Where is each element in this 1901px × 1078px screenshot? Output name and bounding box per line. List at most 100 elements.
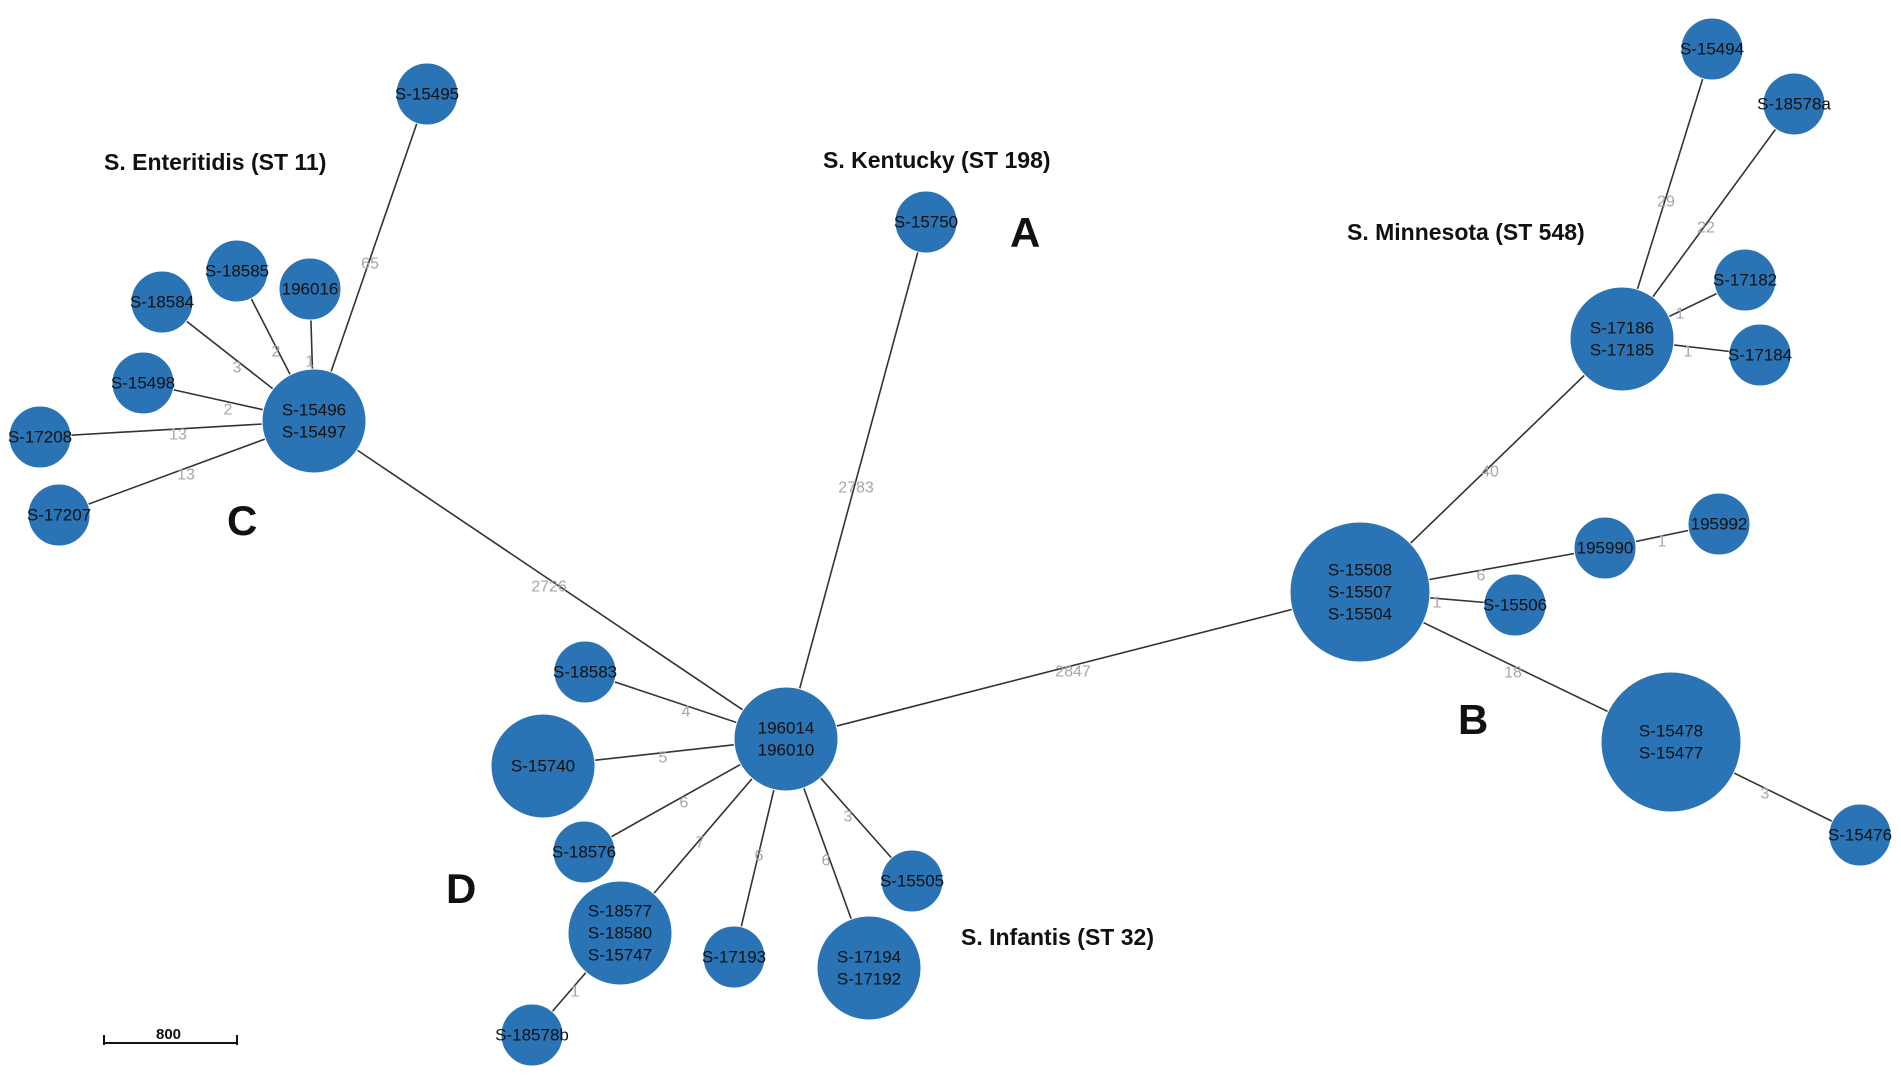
node-label-s15506-0: S-15506 <box>1483 596 1547 615</box>
node-s17208: S-17208 <box>8 405 72 469</box>
edge-label-c_center-s17208: 13 <box>169 427 187 444</box>
node-circle-s15498 <box>111 351 175 415</box>
edge-label-center-d_hub3: 6 <box>822 853 831 870</box>
node-label-s18583-0: S-18583 <box>553 663 617 682</box>
node-s18576: S-18576 <box>552 820 616 884</box>
edge-label-center-s18583: 4 <box>682 704 691 721</box>
edge-label-center-s15505: 3 <box>844 809 853 826</box>
node-label-s17182-0: S-17182 <box>1713 271 1777 290</box>
group-title-infantis: S. Infantis (ST 32) <box>961 924 1154 950</box>
node-label-s18578b-0: S-18578b <box>495 1026 569 1045</box>
node-s18583: S-18583 <box>553 640 617 704</box>
edge-label-n195990-n195992: 1 <box>1658 534 1667 551</box>
node-circle-s15740 <box>490 713 596 819</box>
node-label-c_center-1: S-15497 <box>282 423 346 442</box>
edge-label-b_center-s15506: 1 <box>1433 595 1442 612</box>
edge-c_center-s15495 <box>313 93 428 422</box>
edge-label-b_hub3-s15476: 3 <box>1761 786 1770 803</box>
node-label-n195992-0: 195992 <box>1691 515 1748 534</box>
edge-center-c_center <box>313 420 787 740</box>
group-letter-a: A <box>1010 209 1040 256</box>
edge-label-center-s15740: 5 <box>659 750 668 767</box>
node-label-b_hub2-1: S-17185 <box>1590 341 1654 360</box>
node-label-d_hub3-1: S-17192 <box>837 970 901 989</box>
node-s15495: S-15495 <box>395 62 459 126</box>
node-circle-s18578b <box>500 1003 564 1067</box>
scale-bar: 800 <box>103 1026 238 1045</box>
node-label-center-1: 196010 <box>758 741 815 760</box>
node-n196016: 196016 <box>278 257 342 321</box>
edge-label-b_hub2-s17182: 1 <box>1676 306 1685 323</box>
edge-label-c_center-s17207: 13 <box>177 467 195 484</box>
edge-label-center-s15750: 2783 <box>838 480 874 497</box>
node-label-d_hub2-2: S-15747 <box>588 946 652 965</box>
node-circle-center <box>733 686 839 792</box>
node-label-s15750-0: S-15750 <box>894 213 958 232</box>
node-n195990: 195990 <box>1573 516 1637 580</box>
node-label-s18584-0: S-18584 <box>130 293 194 312</box>
node-n195992: 195992 <box>1687 492 1751 556</box>
edge-center-s15750 <box>785 221 927 740</box>
node-label-d_hub3-0: S-17194 <box>837 948 901 967</box>
node-label-s17208-0: S-17208 <box>8 428 72 447</box>
node-label-d_hub2-1: S-18580 <box>588 924 652 943</box>
node-circle-d_hub3 <box>816 915 922 1021</box>
node-label-c_center-0: S-15496 <box>282 401 346 420</box>
node-circle-s18584 <box>130 270 194 334</box>
node-circle-s15476 <box>1828 803 1892 867</box>
node-s18578b: S-18578b <box>495 1003 569 1067</box>
node-label-b_hub2-0: S-17186 <box>1590 319 1654 338</box>
node-s18585: S-18585 <box>205 239 269 303</box>
node-label-s15476-0: S-15476 <box>1828 826 1892 845</box>
node-circle-b_center <box>1289 521 1431 663</box>
group-letter-b: B <box>1458 696 1488 743</box>
node-circle-n195990 <box>1573 516 1637 580</box>
node-circle-c_center <box>261 368 367 474</box>
node-label-s15498-0: S-15498 <box>111 374 175 393</box>
node-s15498: S-15498 <box>111 351 175 415</box>
node-label-s15494-0: S-15494 <box>1680 40 1744 59</box>
node-label-s18585-0: S-18585 <box>205 262 269 281</box>
node-circle-s18576 <box>552 820 616 884</box>
edge-label-center-d_hub2: 7 <box>696 835 705 852</box>
edge-label-b_hub2-s15494: 29 <box>1657 194 1675 211</box>
node-circle-s18583 <box>553 640 617 704</box>
edge-label-c_center-s18584: 3 <box>233 360 242 377</box>
edge-label-b_hub2-s17184: 1 <box>1684 344 1693 361</box>
node-s15506: S-15506 <box>1483 573 1547 637</box>
edge-label-b_center-b_hub3: 18 <box>1504 665 1522 682</box>
node-circle-s15494 <box>1680 17 1744 81</box>
node-label-d_hub2-0: S-18577 <box>588 902 652 921</box>
edge-label-c_center-s18585: 2 <box>272 344 281 361</box>
node-center: 196014 196010 <box>733 686 839 792</box>
edge-label-b_center-b_hub2: 40 <box>1481 464 1499 481</box>
edge-label-c_center-s15498: 2 <box>224 402 233 419</box>
node-s17193: S-17193 <box>702 925 766 989</box>
node-circle-s17208 <box>8 405 72 469</box>
node-circle-s18585 <box>205 239 269 303</box>
group-title-enteritidis: S. Enteritidis (ST 11) <box>104 149 326 175</box>
edge-label-b_hub2-s18578a: 22 <box>1697 220 1715 237</box>
edge-label-center-c_center: 2726 <box>531 579 567 596</box>
node-s15505: S-15505 <box>880 849 944 913</box>
node-label-center-0: 196014 <box>758 719 815 738</box>
node-s17182: S-17182 <box>1713 248 1777 312</box>
node-label-s15495-0: S-15495 <box>395 85 459 104</box>
node-circle-s17182 <box>1713 248 1777 312</box>
edge-label-c_center-n196016: 1 <box>306 354 315 371</box>
edge-label-c_center-s15495: 65 <box>361 256 379 273</box>
group-title-minnesota: S. Minnesota (ST 548) <box>1347 219 1585 245</box>
edge-label-center-b_center: 2847 <box>1055 664 1091 681</box>
node-label-s17184-0: S-17184 <box>1728 346 1792 365</box>
edge-label-d_hub2-s18578b: 1 <box>571 984 580 1001</box>
node-circle-s17184 <box>1728 323 1792 387</box>
node-circle-n196016 <box>278 257 342 321</box>
